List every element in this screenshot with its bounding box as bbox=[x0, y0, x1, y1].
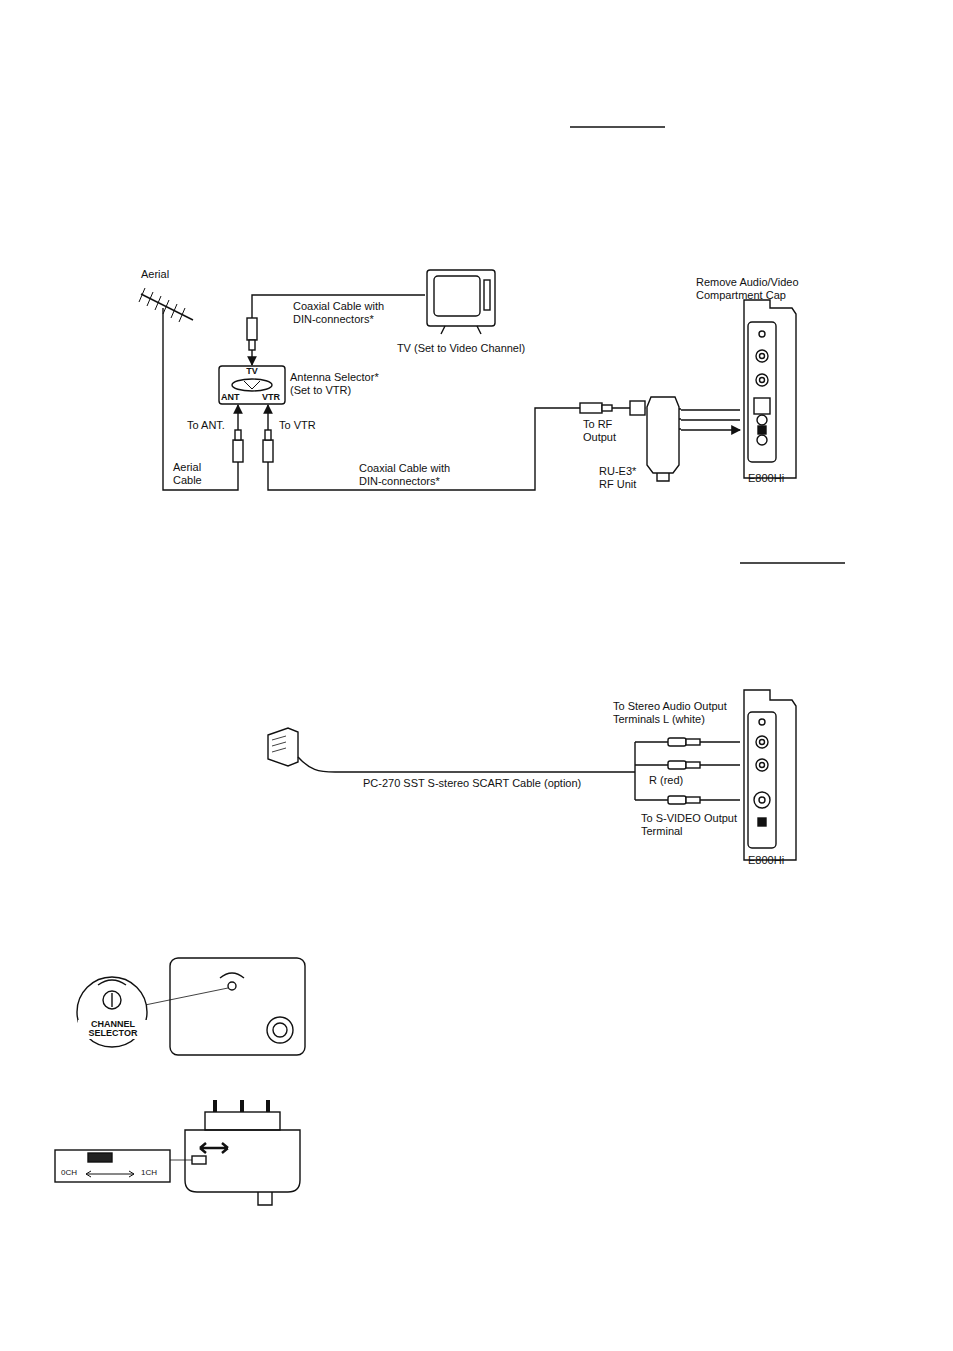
node-text: E800Hi bbox=[748, 472, 784, 485]
camcorder-e800hi: Remove Audio/Video Compartment CapE800Hi bbox=[740, 308, 796, 468]
scart-cable bbox=[635, 742, 668, 800]
callout-label: CHANNEL SELECTOR bbox=[78, 1020, 148, 1039]
camcorder-e800hi: E800Hi bbox=[740, 700, 796, 850]
cable-label: Aerial Cable bbox=[172, 461, 218, 486]
rotation-arrow bbox=[220, 973, 244, 978]
din-plug bbox=[233, 440, 243, 462]
din-plug bbox=[249, 340, 255, 350]
channel-switch bbox=[88, 1153, 112, 1162]
node-text: Antenna Selector* (Set to VTR) bbox=[290, 371, 394, 396]
leader-line bbox=[145, 988, 228, 1005]
cable bbox=[163, 350, 238, 490]
underline bbox=[740, 562, 845, 563]
node-text: RU-E3* RF Unit bbox=[599, 465, 645, 490]
node-text: E800Hi bbox=[748, 854, 784, 867]
callout-label: 1CH bbox=[140, 1168, 158, 1177]
camcorder-e800hi-drawing bbox=[740, 700, 796, 850]
inset-box bbox=[55, 1150, 170, 1182]
callout-label: To VTR bbox=[278, 419, 317, 432]
din-plug bbox=[247, 318, 257, 340]
leader-line bbox=[170, 1160, 192, 1161]
node-text: TV bbox=[218, 366, 286, 376]
callout-label: 0CH bbox=[60, 1168, 78, 1177]
rf-unit-side bbox=[185, 1130, 300, 1192]
rotation-arrow bbox=[98, 980, 126, 985]
switch-arrow bbox=[86, 1171, 134, 1177]
channel-selector bbox=[228, 982, 236, 990]
callout-label: To S-VIDEO Output Terminal bbox=[640, 812, 738, 837]
channel-switch bbox=[192, 1156, 206, 1164]
rf-unit-plug bbox=[258, 1192, 272, 1205]
rf-output-socket bbox=[267, 1017, 293, 1043]
scart-cable bbox=[298, 757, 635, 772]
rf-unit-drawing bbox=[645, 395, 681, 475]
din-plug bbox=[235, 430, 241, 440]
rf-unit-face bbox=[170, 958, 305, 1055]
switch-arrow bbox=[200, 1143, 228, 1153]
cable bbox=[252, 295, 425, 365]
aerial-drawing bbox=[135, 268, 197, 350]
callout-label: To ANT. bbox=[186, 419, 226, 432]
callout-label: PC-270 SST S-stereo SCART Cable (option) bbox=[362, 777, 596, 790]
cable-label: Coaxial Cable with DIN-connectors* bbox=[292, 300, 410, 325]
camcorder-e800hi-drawing bbox=[740, 308, 796, 468]
rca-plug bbox=[668, 738, 700, 804]
tv-set-drawing bbox=[425, 268, 497, 336]
callout-label: To RF Output bbox=[582, 418, 624, 443]
din-plug bbox=[263, 440, 273, 462]
antenna-selector: TVANTVTRAntenna Selector* (Set to VTR) bbox=[218, 365, 286, 405]
tv-set: TV (Set to Video Channel) bbox=[425, 268, 497, 336]
node-text: TV (Set to Video Channel) bbox=[385, 342, 537, 355]
scart-plug bbox=[272, 736, 286, 752]
node-text: ANT bbox=[221, 392, 240, 402]
rf-output-socket bbox=[630, 401, 645, 415]
rf-unit-pin bbox=[215, 1100, 268, 1112]
callout-label: R (red) bbox=[648, 774, 684, 787]
inset-circle bbox=[77, 977, 147, 1047]
din-plug bbox=[265, 430, 271, 440]
din-plug bbox=[602, 405, 612, 411]
underline bbox=[570, 126, 665, 127]
node-text: VTR bbox=[262, 392, 280, 402]
cable-label: Coaxial Cable with DIN-connectors* bbox=[358, 462, 476, 487]
channel-selector bbox=[103, 991, 121, 1009]
rf-output-socket bbox=[273, 1023, 287, 1037]
channel-selector bbox=[111, 993, 112, 1007]
rf-unit: RU-E3* RF Unit bbox=[645, 395, 681, 475]
cable bbox=[681, 410, 740, 430]
callout-label: To Stereo Audio Output Terminals L (whit… bbox=[612, 700, 738, 725]
scart-plug bbox=[268, 728, 298, 766]
cable bbox=[268, 405, 645, 490]
din-plug bbox=[580, 403, 602, 413]
rf-unit-side bbox=[205, 1112, 280, 1130]
node-text: Remove Audio/Video Compartment Cap bbox=[696, 276, 836, 301]
wire bbox=[700, 742, 740, 800]
node-text: Aerial bbox=[141, 268, 169, 281]
aerial: Aerial bbox=[135, 268, 197, 350]
